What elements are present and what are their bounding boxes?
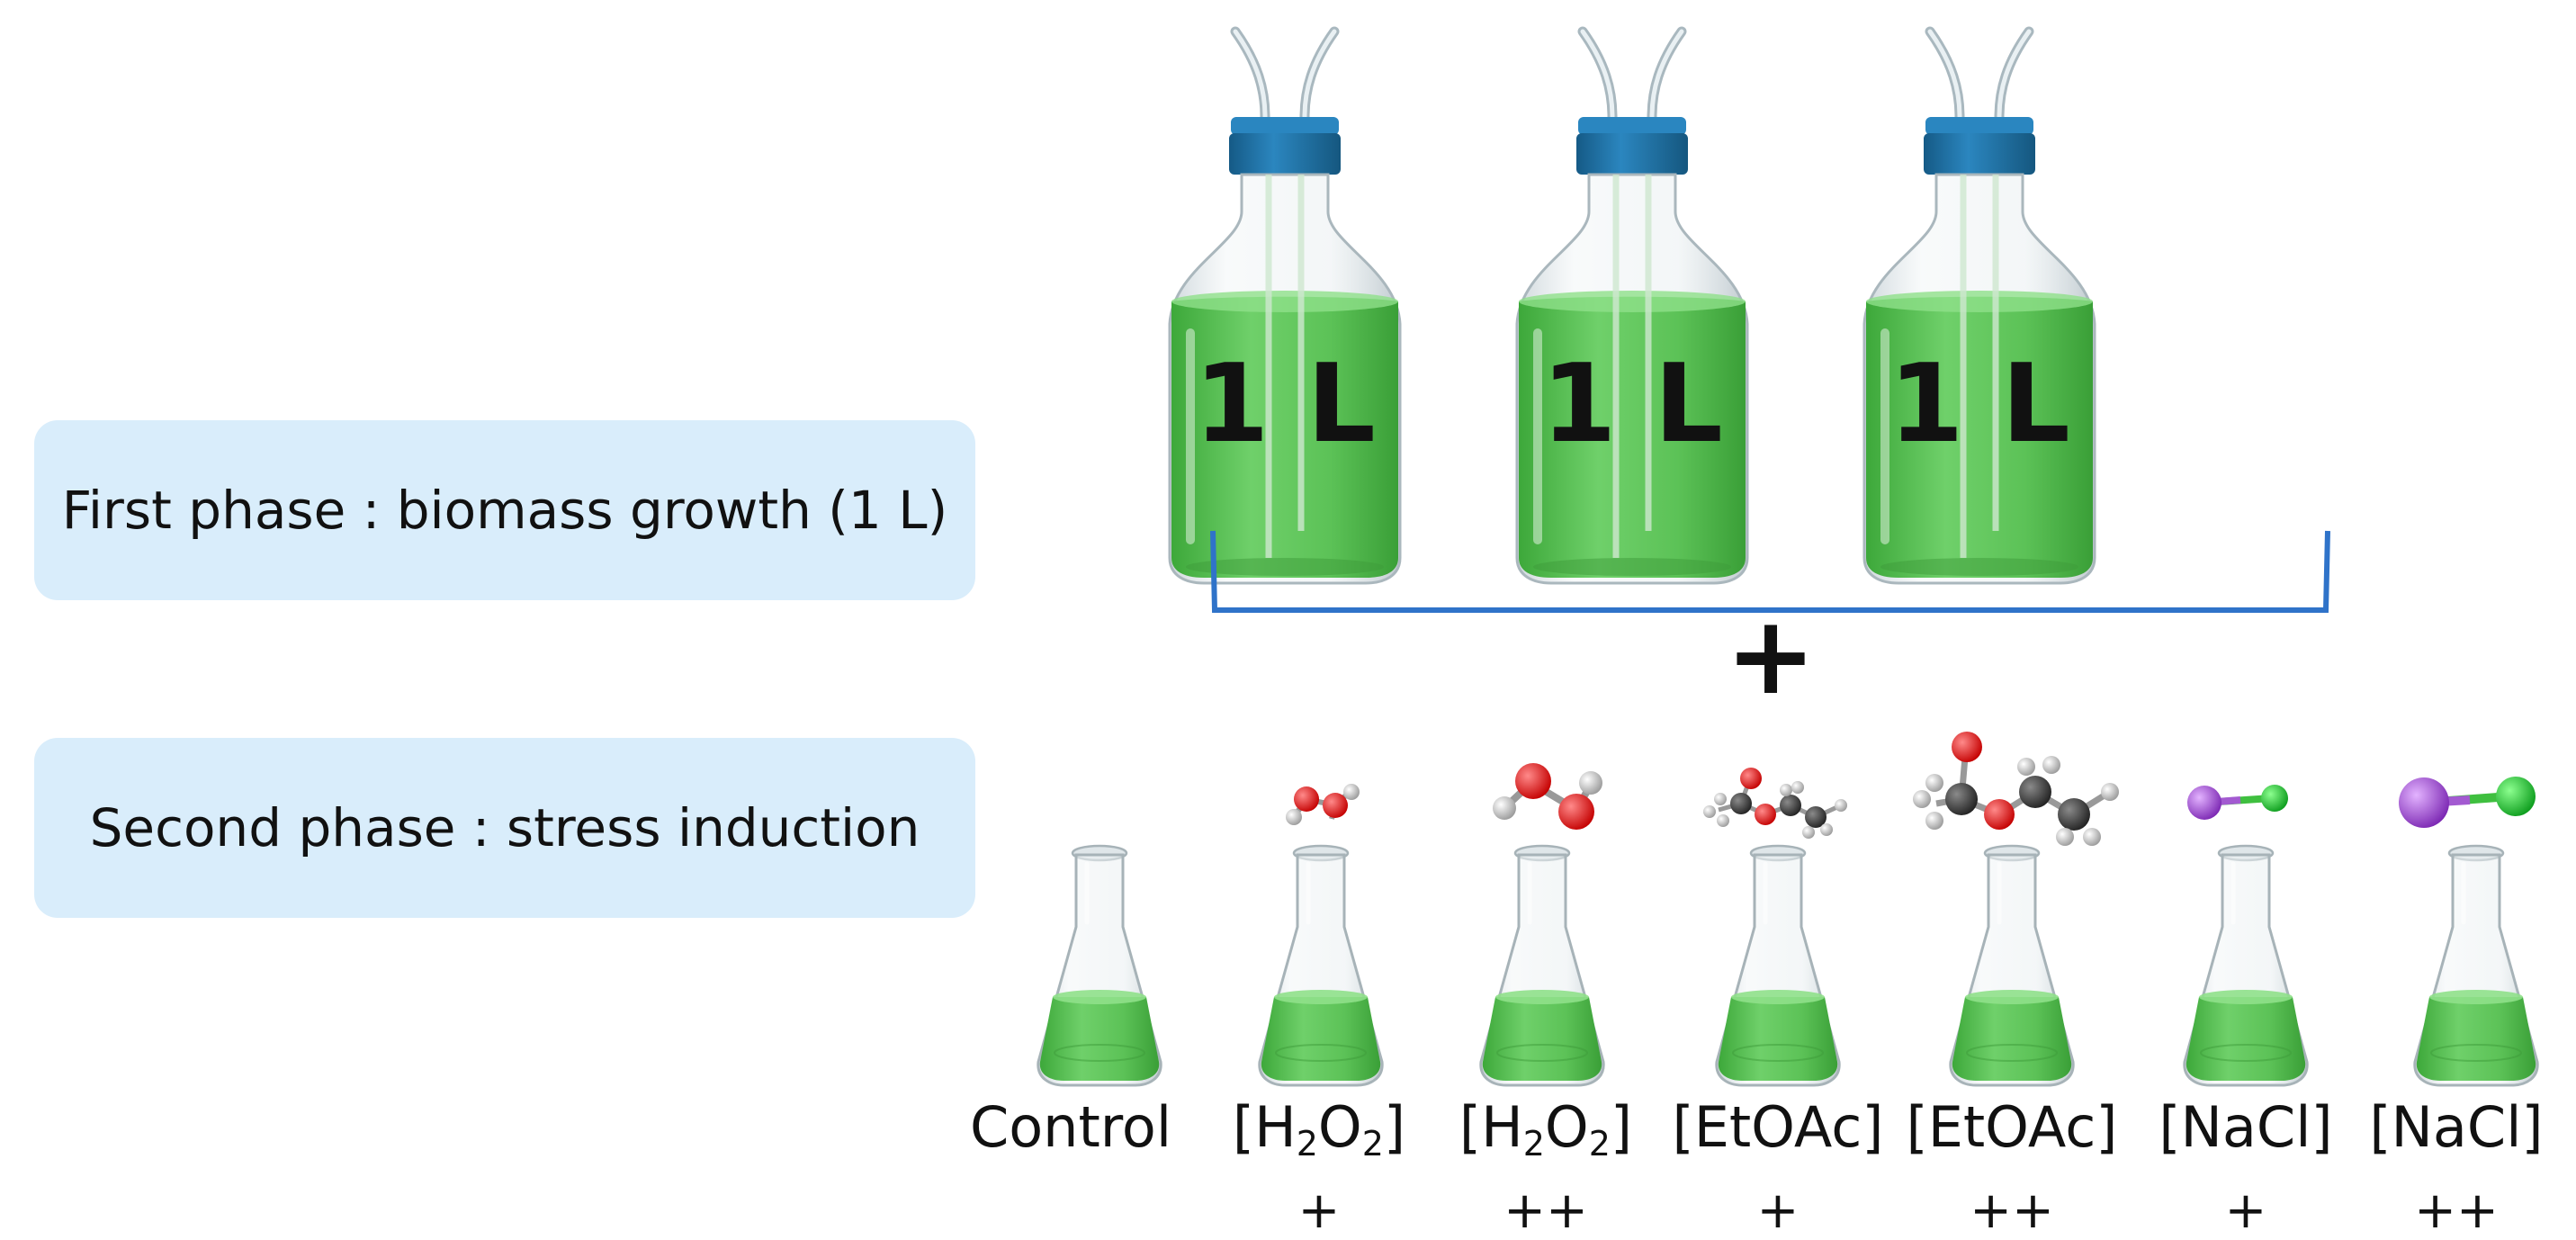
flask-h2o2-high (1481, 846, 1603, 1085)
bottle-3-volume-label: 1 L (1889, 342, 2070, 467)
flask-h2o2-low (1260, 846, 1382, 1085)
second-phase-box: Second phase : stress induction (34, 738, 975, 918)
flask-etoac-high (1951, 846, 2073, 1085)
h2o2-molecule-small-icon (1286, 784, 1360, 825)
second-phase-label: Second phase : stress induction (89, 797, 920, 858)
etoac-molecule-small-icon (1703, 768, 1847, 839)
flask-level-h2o2-low: + (1297, 1182, 1341, 1240)
bottle-1-volume-label: 1 L (1194, 342, 1376, 467)
flask-label-control: Control (969, 1094, 1172, 1160)
flask-label-h2o2-low: [H2O2] (1232, 1094, 1406, 1164)
plus-sign: + (1726, 594, 1817, 719)
flask-nacl-high (2415, 846, 2537, 1085)
nacl-molecule-small-icon (2187, 785, 2288, 820)
flask-control (1038, 846, 1161, 1085)
flask-level-etoac-high: ++ (1970, 1182, 2054, 1240)
first-phase-box: First phase : biomass growth (1 L) (34, 420, 975, 600)
flask-etoac-low (1717, 846, 1839, 1085)
nacl-molecule-large-icon (2399, 777, 2536, 828)
bottle-3 (1864, 31, 2095, 583)
grouping-bracket (1210, 530, 2330, 613)
flask-label-etoac-high: [EtOAc] (1906, 1094, 2118, 1160)
flask-level-nacl-high: ++ (2414, 1182, 2499, 1240)
flask-level-etoac-low: + (1756, 1182, 1800, 1240)
flask-nacl-low (2185, 846, 2307, 1085)
first-phase-label: First phase : biomass growth (1 L) (61, 480, 948, 541)
flask-level-nacl-low: + (2224, 1182, 2267, 1240)
bottle-2 (1517, 31, 1747, 583)
h2o2-molecule-large-icon (1493, 763, 1602, 830)
bottle-2-volume-label: 1 L (1541, 342, 1723, 467)
etoac-molecule-large-icon (1913, 732, 2119, 846)
flask-label-nacl-high: [NaCl] (2369, 1094, 2544, 1160)
flask-level-h2o2-high: ++ (1503, 1182, 1588, 1240)
flask-label-h2o2-high: [H2O2] (1459, 1094, 1633, 1164)
bottle-1 (1170, 31, 1400, 583)
flask-label-etoac-low: [EtOAc] (1672, 1094, 1884, 1160)
flask-label-nacl-low: [NaCl] (2159, 1094, 2333, 1160)
